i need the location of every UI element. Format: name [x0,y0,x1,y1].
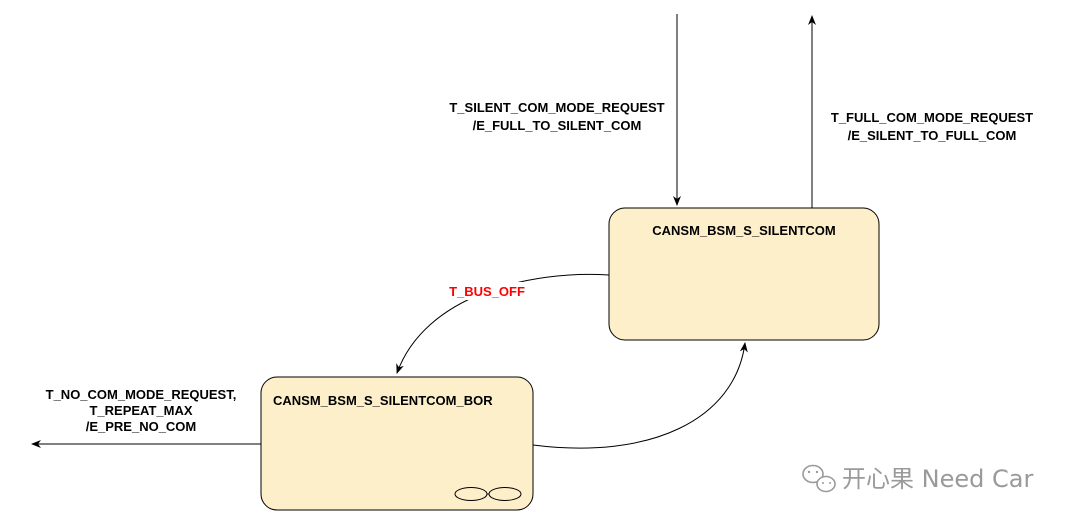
state-silentcom-bor-title: CANSM_BSM_S_SILENTCOM_BOR [273,393,493,408]
watermark: 开心果 Need Car [802,464,1033,493]
transition-silent-to-full-line2: /E_SILENT_TO_FULL_COM [848,128,1017,143]
transition-pre-no-com-line3: /E_PRE_NO_COM [86,419,197,434]
state-silentcom[interactable] [608,207,880,341]
state-silentcom-title: CANSM_BSM_S_SILENTCOM [652,223,835,238]
transition-pre-no-com-line1: T_NO_COM_MODE_REQUEST, [46,387,237,402]
submachine-icon [454,487,522,501]
transition-pre-no-com-line2: T_REPEAT_MAX [89,403,192,418]
watermark-text: 开心果 Need Car [842,465,1033,493]
transition-silent-to-full-line1: T_FULL_COM_MODE_REQUEST [831,110,1033,125]
transition-bor-to-silentcom-arrow [532,342,748,449]
wechat-icon [802,464,836,493]
transition-full-to-silent-line2: /E_FULL_TO_SILENT_COM [473,118,642,133]
transition-bus-off-label: T_BUS_OFF [449,284,525,299]
transition-full-to-silent-line1: T_SILENT_COM_MODE_REQUEST [449,100,664,115]
bus-off-label-bg [446,282,528,300]
